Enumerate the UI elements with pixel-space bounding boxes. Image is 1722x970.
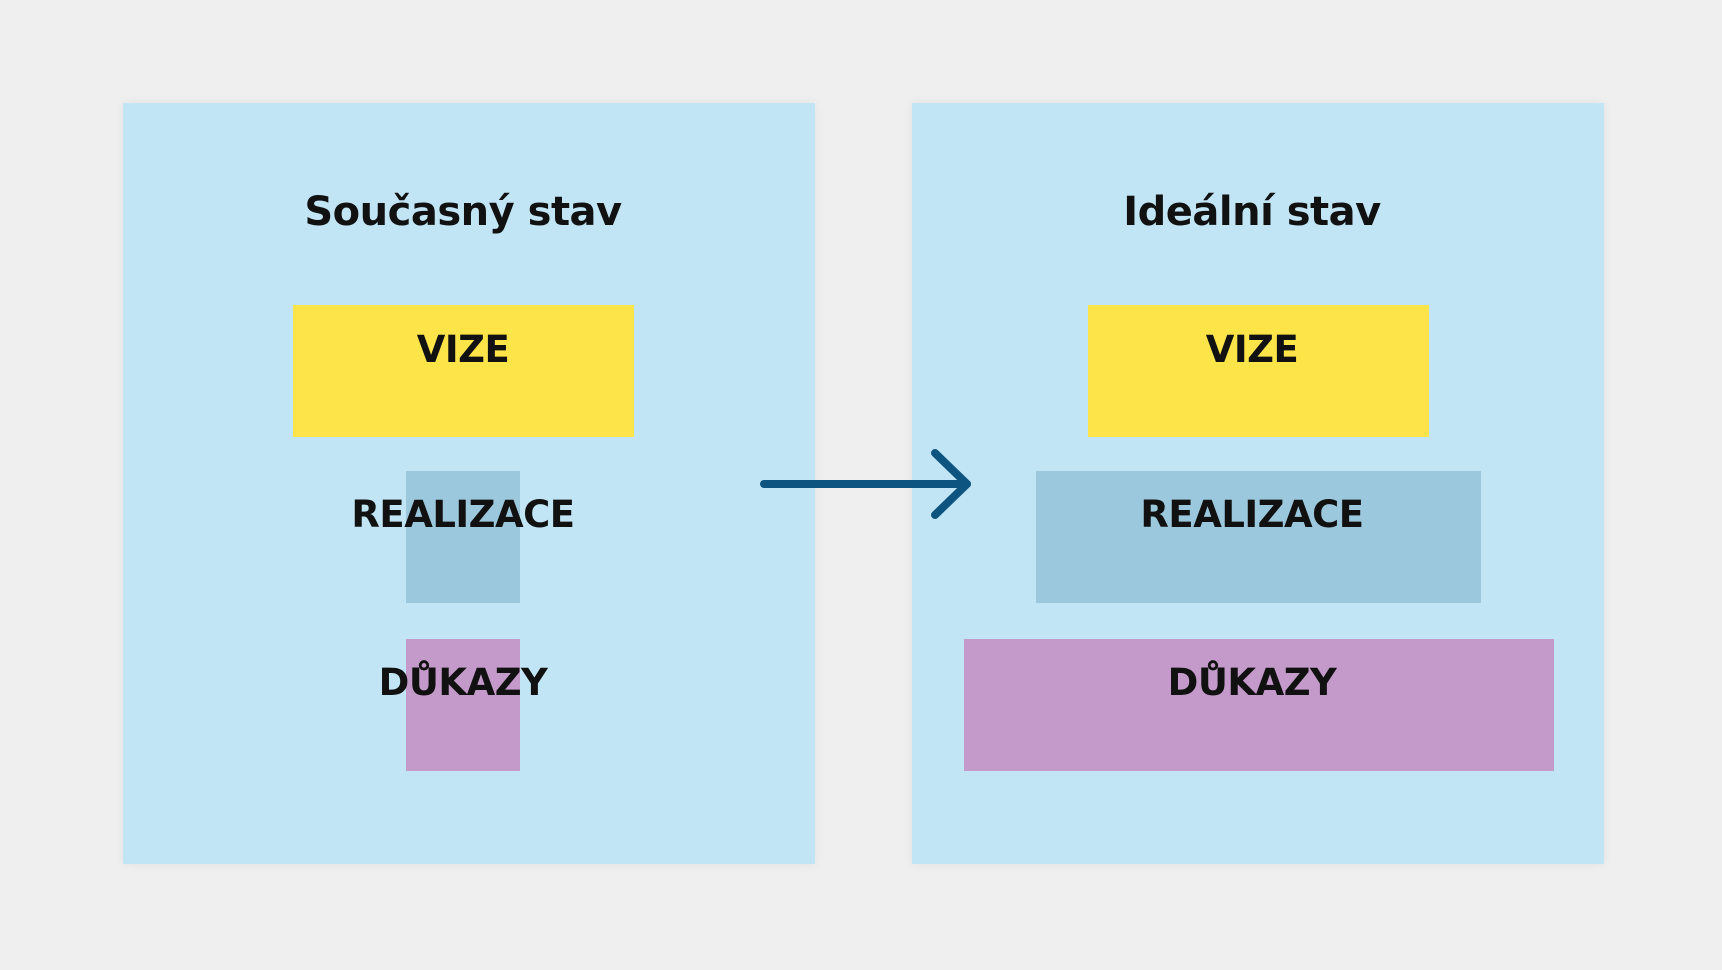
current-vize-block [293,305,634,437]
ideal-vize-label: VIZE [1205,328,1299,371]
current-dukazy-label: DŮKAZY [378,661,548,704]
current-vize-label: VIZE [416,328,510,371]
ideal-dukazy-block [964,639,1554,771]
ideal-realizace-block [1036,471,1481,603]
ideal-vize-block [1088,305,1429,437]
ideal-state-panel: Ideální stav VIZE REALIZACE DŮKAZY [912,103,1604,864]
current-dukazy-block [406,639,520,771]
ideal-dukazy-label: DŮKAZY [1167,661,1337,704]
current-realizace-block [406,471,520,603]
current-state-title: Současný stav [304,189,622,235]
current-state-panel: Současný stav VIZE REALIZACE DŮKAZY [123,103,815,864]
ideal-realizace-label: REALIZACE [1140,493,1364,536]
arrow-right-icon [760,449,971,519]
current-realizace-label: REALIZACE [351,493,575,536]
ideal-state-title: Ideální stav [1123,189,1381,235]
